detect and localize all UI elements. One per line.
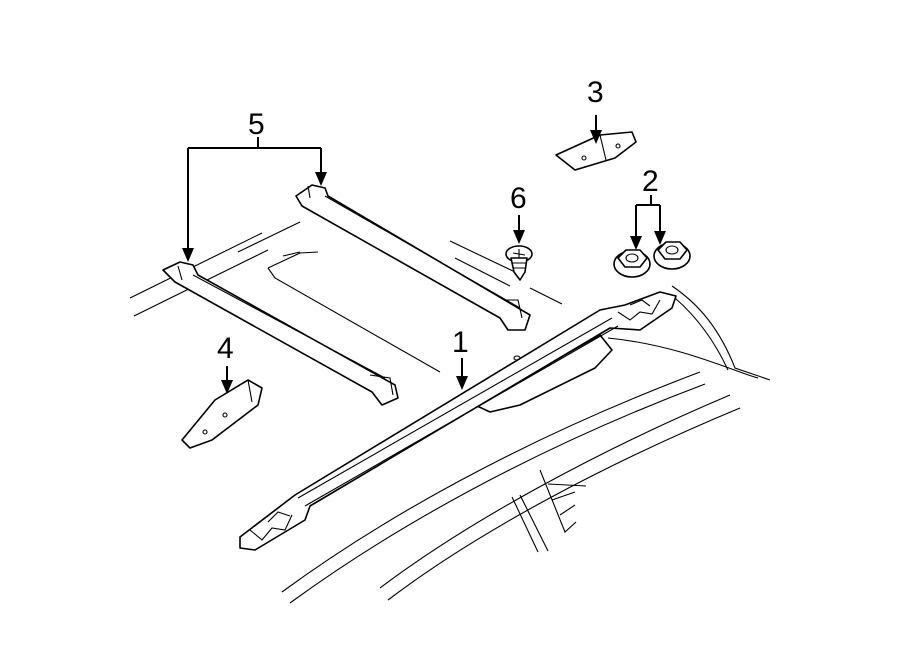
rear-end-cap — [181, 379, 263, 449]
rail-nut-left — [613, 249, 651, 278]
cross-bar-front — [295, 184, 531, 331]
callout-3: 3 — [587, 76, 604, 109]
callout-4: 4 — [217, 332, 234, 365]
rail-nut-right — [653, 241, 691, 270]
callout-1: 1 — [452, 326, 469, 359]
cross-bar-rear — [162, 261, 399, 406]
callout-labels: 1 2 3 4 5 6 — [217, 76, 659, 365]
mounting-screw — [505, 245, 533, 281]
callout-2: 2 — [642, 165, 659, 198]
callout-6: 6 — [510, 182, 527, 215]
front-end-cap — [555, 131, 637, 171]
roof-rack-side-rail — [239, 291, 677, 551]
vehicle-roof-outline — [129, 221, 771, 604]
callout-5: 5 — [248, 108, 265, 141]
callout-leaders — [182, 115, 666, 394]
